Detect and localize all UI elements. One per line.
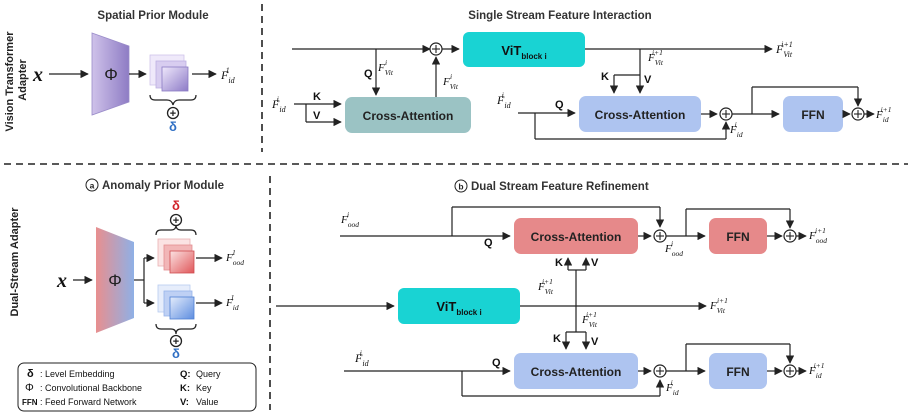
f-id-i-in-top: Fidi — [271, 95, 287, 114]
cross-attention-top-left — [345, 97, 471, 133]
f-id-i-in-bottom: Fidi — [354, 349, 370, 368]
plus-icon-top — [166, 106, 180, 120]
f-ood-i1-out: Foodi+1 — [808, 226, 827, 245]
svg-text:K:: K: — [180, 383, 190, 394]
svg-text:V: V — [644, 74, 652, 86]
svg-text:FViti+1: FViti+1 — [647, 48, 664, 67]
f-id-1-out-top: Fid1 — [220, 66, 236, 85]
legend-item-ffn: FFN : Feed Forward Network — [22, 397, 137, 407]
svg-text:b: b — [458, 182, 463, 192]
svg-text:Cross-Attention: Cross-Attention — [531, 230, 622, 244]
brace-red — [155, 224, 197, 236]
svg-text:V: V — [591, 257, 599, 269]
plus-icon-blue — [169, 334, 183, 348]
phi-backbone-bottom — [96, 227, 134, 333]
vit-block-top — [463, 32, 585, 67]
svg-text:K: K — [313, 91, 321, 103]
spm-title: Spatial Prior Module — [97, 10, 208, 22]
f-id-1-out-bottom: Fid1 — [225, 293, 239, 312]
svg-text:: Level Embedding: : Level Embedding — [40, 369, 115, 379]
svg-text:Cross-Attention: Cross-Attention — [595, 108, 686, 122]
svg-text:Fidi: Fidi — [729, 120, 743, 139]
svg-text:: Feed Forward Network: : Feed Forward Network — [40, 397, 137, 407]
f-ood-1-out: Food1 — [225, 248, 244, 267]
legend-item-delta: δ : Level Embedding — [27, 368, 115, 380]
svg-text:FFN: FFN — [801, 108, 824, 122]
delta-symbol-red: δ — [172, 198, 180, 213]
ffn-id — [709, 353, 767, 389]
f-id-i1-out-bottom: Fidi+1 — [808, 361, 824, 380]
dual-stream-title: Dual Stream Feature Refinement — [471, 181, 649, 193]
svg-text:Foodi: Foodi — [664, 239, 683, 258]
svg-text:V:: V: — [180, 397, 189, 408]
single-stream-title: Single Stream Feature Interaction — [468, 10, 651, 22]
svg-text:: Convolutional Backbone: : Convolutional Backbone — [40, 383, 142, 393]
vit-block-bottom — [398, 288, 520, 324]
cross-attention-top-right — [579, 96, 701, 132]
f-vit-i1-out-top: FViti+1 — [775, 40, 793, 59]
input-x-top: x — [32, 64, 43, 86]
svg-text:Fidi: Fidi — [665, 378, 679, 397]
svg-text:Q: Q — [492, 357, 501, 369]
input-x-bottom: x — [56, 270, 67, 292]
cross-attention-ood — [514, 218, 638, 254]
delta-symbol-top: δ — [169, 119, 177, 134]
cross-attention-id — [514, 353, 638, 389]
svg-text:V: V — [591, 336, 599, 348]
brace-blue — [155, 323, 197, 335]
svg-text:Fidi: Fidi — [496, 91, 512, 110]
svg-text:Cross-Attention: Cross-Attention — [363, 109, 454, 123]
svg-text:Q: Q — [555, 99, 564, 111]
f-id-i1-out-top: Fidi+1 — [875, 105, 891, 124]
svg-text:FFN: FFN — [22, 398, 38, 407]
svg-text:Key: Key — [196, 383, 212, 393]
svg-text:K: K — [555, 257, 563, 269]
svg-text:+: + — [173, 336, 179, 348]
svg-text:ViTblock i: ViTblock i — [436, 299, 481, 317]
top-side-label: Vision Transformer Adapter — [4, 28, 29, 131]
svg-text:a: a — [90, 181, 95, 191]
legend-item-k: K: Key — [180, 383, 212, 394]
f-ood-i-in: Foodi — [340, 210, 359, 229]
brace-top — [149, 94, 197, 106]
svg-text:+: + — [170, 108, 176, 120]
phi-symbol-bottom: Φ — [108, 271, 122, 290]
svg-text:ViTblock i: ViTblock i — [501, 43, 546, 61]
svg-text:Φ: Φ — [25, 382, 34, 394]
svg-text:Value: Value — [196, 397, 218, 407]
ffn-ood — [709, 218, 767, 254]
apm-title: Anomaly Prior Module — [102, 180, 224, 192]
phi-symbol-top: Φ — [104, 65, 118, 84]
legend-item-q: Q: Query — [180, 369, 221, 380]
svg-text:FFN: FFN — [726, 365, 749, 379]
delta-symbol-blue: δ — [172, 346, 180, 361]
q-label-top1: Q — [364, 68, 373, 80]
svg-text:FViti+1: FViti+1 — [581, 310, 598, 329]
phi-backbone-top — [91, 32, 130, 116]
legend-item-phi: Φ : Convolutional Backbone — [25, 382, 142, 394]
svg-text:K: K — [553, 333, 561, 345]
ffn-top — [783, 96, 843, 132]
svg-text:Cross-Attention: Cross-Attention — [531, 365, 622, 379]
svg-text:FViti+1: FViti+1 — [537, 277, 554, 296]
svg-text:FFN: FFN — [726, 230, 749, 244]
bottom-side-label: Dual-Stream Adapter — [9, 207, 21, 317]
legend-item-v: V: Value — [180, 397, 218, 408]
svg-text:δ: δ — [27, 368, 34, 380]
svg-text:Query: Query — [196, 369, 221, 379]
f-vit-i1-out-bottom: FViti+1 — [709, 296, 728, 315]
anomaly-feature-stack-red — [157, 238, 195, 274]
svg-text:V: V — [313, 110, 321, 122]
svg-text:+: + — [173, 215, 179, 227]
spatial-feature-stack — [149, 54, 189, 92]
svg-text:Q:: Q: — [180, 369, 191, 380]
svg-text:FViti: FViti — [442, 72, 459, 91]
svg-text:Q: Q — [484, 237, 493, 249]
legend-box — [17, 362, 257, 412]
svg-text:FViti: FViti — [377, 58, 394, 77]
svg-text:K: K — [601, 71, 609, 83]
anomaly-feature-stack-blue — [157, 284, 195, 320]
